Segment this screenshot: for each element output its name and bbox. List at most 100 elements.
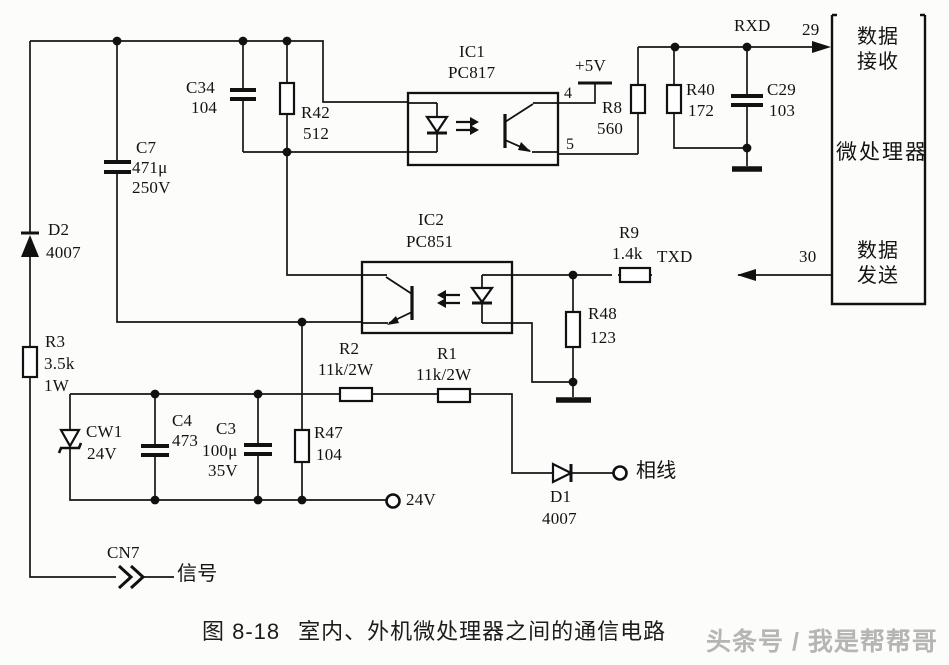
label-d1-ref: D1: [550, 487, 572, 506]
label-r47-value: 104: [316, 445, 343, 464]
label-cw1-ref: CW1: [86, 422, 123, 441]
wire-rxd-network: [638, 46, 814, 166]
resistor-r1-body: [436, 387, 472, 404]
label-c7-value: 471μ: [132, 158, 168, 177]
label-r47-ref: R47: [314, 423, 343, 442]
capacitor-c34-body: [230, 88, 256, 101]
label-ic1-part: PC817: [448, 63, 496, 82]
label-c34-value: 104: [191, 98, 218, 117]
label-r1-ref: R1: [437, 344, 458, 363]
label-c4-value: 473: [172, 431, 199, 450]
label-r40-ref: R40: [686, 80, 715, 99]
label-ic2-ref: IC2: [418, 210, 445, 229]
label-cw1-value: 24V: [87, 444, 117, 463]
label-r3-rating: 1W: [44, 376, 69, 395]
ic2-led: [469, 274, 512, 324]
label-r42-ref: R42: [301, 103, 330, 122]
wire-bottom-block: [69, 393, 613, 501]
capacitor-c3-body: [244, 443, 272, 456]
ic2-light-arrows: [437, 290, 460, 308]
rxd-arrow: [812, 41, 831, 53]
label-phase-line: 相线: [636, 460, 677, 482]
mcu-tx-line2: 发送: [857, 265, 899, 287]
capacitor-c4-body: [141, 444, 169, 457]
mcu-box: [830, 13, 927, 306]
resistor-r47-body: [293, 428, 311, 464]
resistor-r9-body: [618, 266, 652, 284]
label-r9-value: 1.4k: [612, 244, 643, 263]
figure-caption: 图 8-18 室内、外机微处理器之间的通信电路: [202, 614, 666, 646]
zener-cw1-symbol: [57, 428, 83, 454]
ic1-light-arrows: [456, 117, 479, 135]
label-c29-value: 103: [769, 101, 796, 120]
label-r40-value: 172: [688, 101, 715, 120]
capacitor-c7-body: [104, 160, 131, 174]
txd-arrow: [737, 269, 756, 281]
label-ic1-pin5: 5: [566, 136, 575, 153]
label-ic2-part: PC851: [406, 232, 454, 251]
wire-c7-branch: [116, 41, 362, 500]
label-c3-value: 100μ: [202, 441, 238, 460]
label-signal: 信号: [177, 563, 218, 585]
label-r48-ref: R48: [588, 304, 617, 323]
label-r8-ref: R8: [602, 98, 623, 117]
label-r42-value: 512: [303, 124, 330, 143]
label-c4-ref: C4: [172, 411, 193, 430]
label-d1-value: 4007: [542, 509, 577, 528]
terminal-phase-line: [612, 465, 628, 481]
mcu-rx-line1: 数据: [857, 26, 899, 48]
label-cn7: CN7: [107, 543, 140, 562]
label-c34-ref: C34: [186, 78, 215, 97]
resistor-r8-body: [629, 83, 647, 115]
mcu-rx-line2: 接收: [857, 51, 899, 73]
label-c7-ref: C7: [136, 138, 157, 157]
label-ic1-pin4: 4: [564, 85, 573, 102]
label-r8-value: 560: [597, 119, 624, 138]
label-d2-value: 4007: [46, 243, 81, 262]
figure-title: 室内、外机微处理器之间的通信电路: [298, 619, 667, 644]
label-24v-terminal: 24V: [406, 490, 436, 509]
resistor-r40-body: [665, 83, 683, 115]
ic1-phototransistor: [503, 102, 558, 153]
mcu-name: 微处理器: [836, 140, 928, 164]
resistor-r48-body: [564, 310, 582, 349]
label-c3-ref: C3: [216, 419, 237, 438]
label-r2-value: 11k/2W: [318, 360, 374, 379]
label-vcc-5v: +5V: [575, 56, 606, 75]
mcu-tx-line1: 数据: [857, 240, 899, 262]
ic2-box: [360, 260, 514, 335]
label-r2-ref: R2: [339, 339, 360, 358]
label-rxd: RXD: [734, 16, 771, 35]
label-c7-rating: 250V: [132, 178, 171, 197]
cn7-chevron-icon: [117, 564, 146, 590]
ic1-led: [408, 102, 450, 153]
diode-d2-symbol: [21, 231, 39, 257]
label-c29-ref: C29: [767, 80, 796, 99]
label-r9-ref: R9: [619, 223, 640, 242]
ic2-phototransistor: [362, 274, 414, 325]
label-c3-rating: 35V: [208, 461, 238, 480]
label-txd: TXD: [657, 247, 693, 266]
junction-dots: [112, 36, 752, 505]
label-r3-value: 3.5k: [44, 354, 75, 373]
diode-d1-symbol: [551, 462, 574, 484]
label-r48-value: 123: [590, 328, 617, 347]
terminal-24v: [385, 493, 401, 509]
capacitor-c29-body: [731, 94, 763, 107]
label-pin29: 29: [802, 20, 820, 39]
label-r3-ref: R3: [45, 332, 66, 351]
resistor-r2-body: [338, 386, 374, 403]
wire-ic1-right: [558, 47, 639, 155]
label-r1-value: 11k/2W: [416, 365, 472, 384]
wire-txd-network: [512, 274, 832, 397]
ic1-box: [406, 91, 560, 167]
resistor-r3-body: [21, 345, 39, 379]
label-d2-ref: D2: [48, 220, 70, 239]
resistor-r42-body: [278, 81, 296, 116]
wire-top-rail: [29, 40, 408, 578]
label-ic1-ref: IC1: [459, 42, 486, 61]
label-pin30: 30: [799, 247, 817, 266]
figure-number: 图 8-18: [202, 619, 281, 644]
